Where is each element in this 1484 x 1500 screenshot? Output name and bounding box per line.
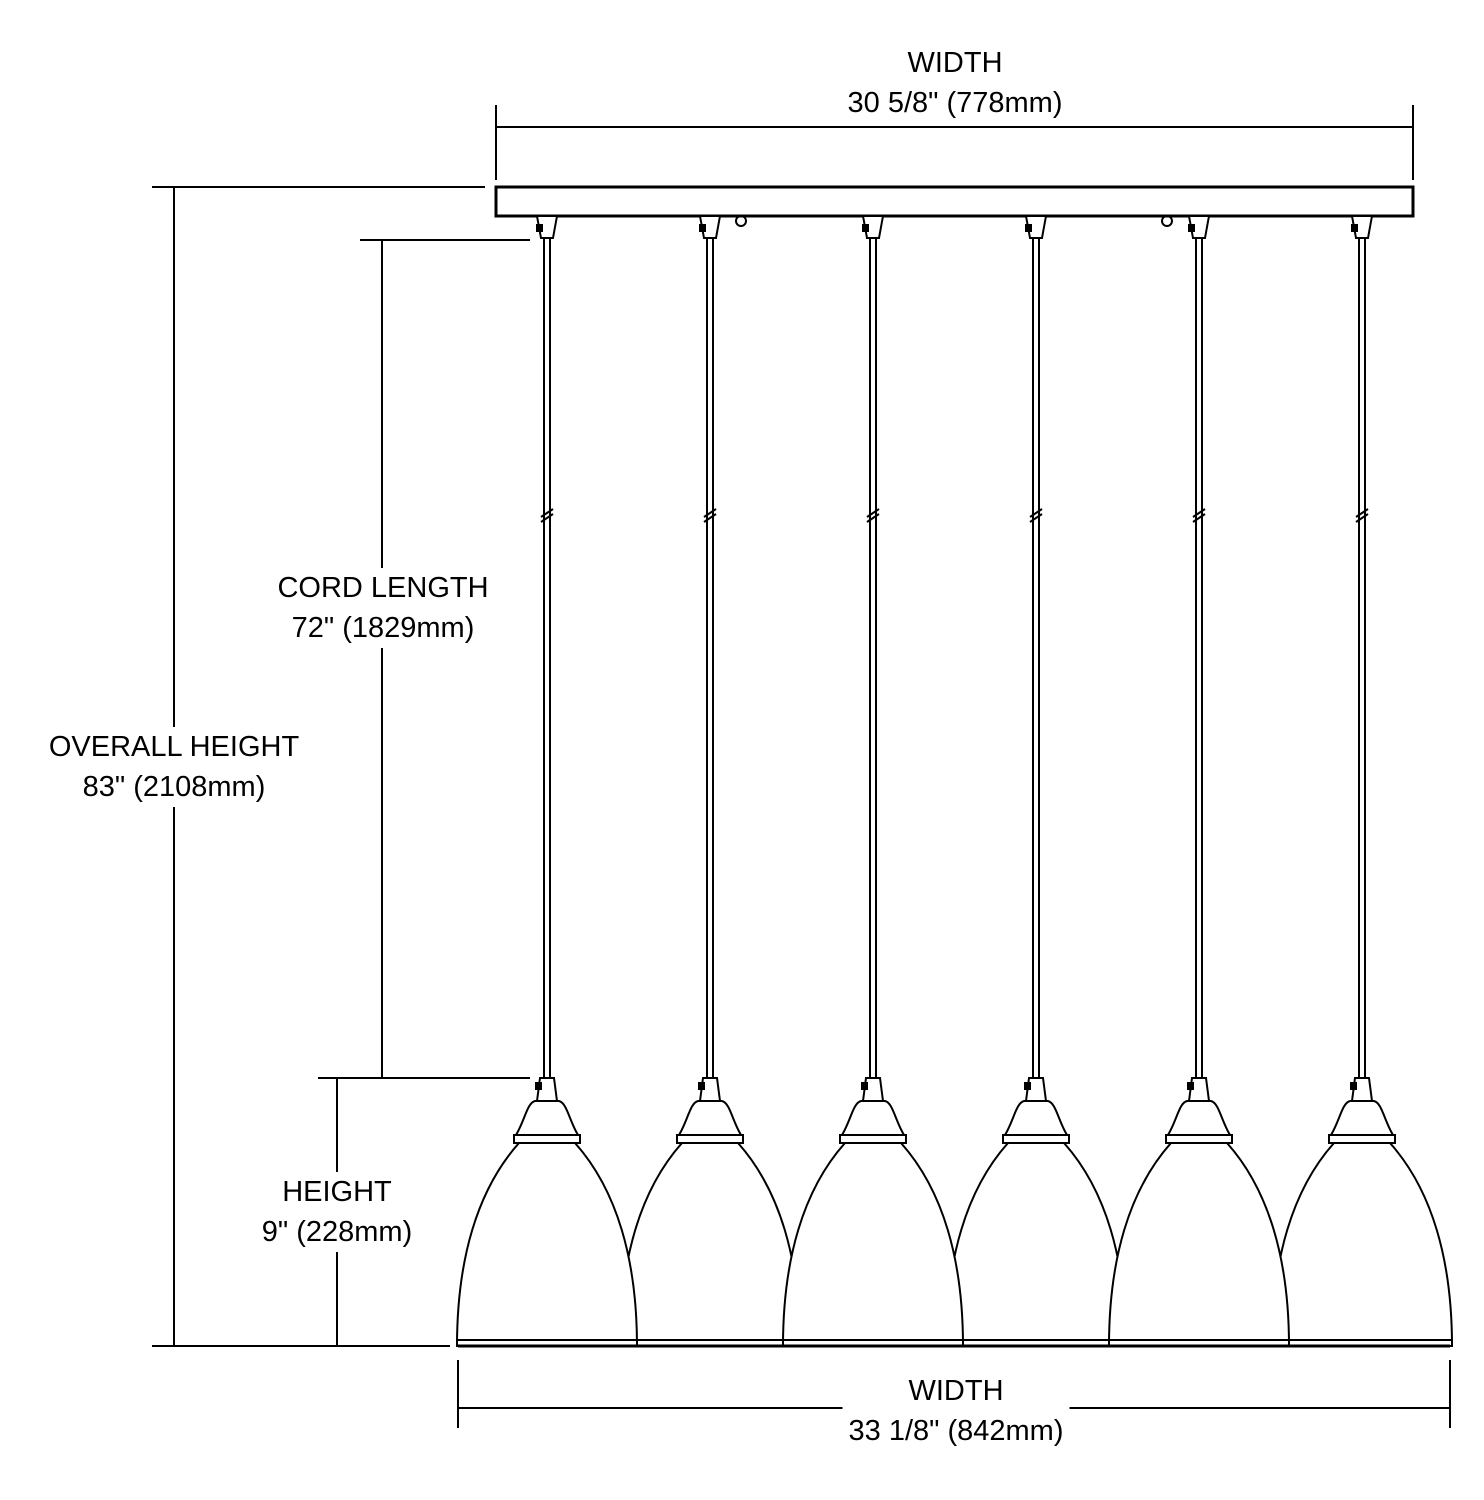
cord-length-title: CORD LENGTH <box>277 572 489 604</box>
top-width-value: 30 5/8" (778mm) <box>847 87 1063 119</box>
glass-shade <box>781 1142 965 1347</box>
glass-shade <box>1107 1142 1291 1347</box>
glass-shade <box>618 1142 802 1347</box>
glass-shade <box>1270 1142 1454 1347</box>
shade-cap <box>677 1100 743 1136</box>
height-title: HEIGHT <box>282 1176 392 1208</box>
bottom-width-title: WIDTH <box>908 1375 1004 1407</box>
pendant-light <box>944 215 1128 1347</box>
cord-length-value: 72" (1829mm) <box>291 612 475 644</box>
pendant-light <box>781 215 965 1347</box>
bottom-width-value: 33 1/8" (842mm) <box>848 1415 1064 1447</box>
cord-length-dimension-line <box>318 239 530 1079</box>
shade-collar <box>1328 1134 1396 1144</box>
set-screw-icon <box>1188 224 1195 232</box>
cord-break-mark <box>540 508 554 523</box>
bottom-width-label: WIDTH 33 1/8" (842mm) <box>842 1371 1070 1451</box>
height-label: HEIGHT 9" (228mm) <box>255 1172 419 1252</box>
glass-shade <box>455 1142 639 1347</box>
top-width-title: WIDTH <box>907 47 1003 79</box>
top-width-dimension-line <box>495 105 1414 180</box>
overall-height-value: 83" (2108mm) <box>82 771 266 803</box>
shade-collar <box>513 1134 581 1144</box>
shade-collar <box>839 1134 907 1144</box>
shade-cap <box>514 1100 580 1136</box>
cord-break-mark <box>1029 508 1043 523</box>
canopy <box>494 185 1415 218</box>
set-screw-icon <box>536 224 543 232</box>
shade-cap <box>1329 1100 1395 1136</box>
canopy-screw <box>735 215 747 227</box>
top-width-label: WIDTH 30 5/8" (778mm) <box>841 43 1069 123</box>
set-screw-icon <box>861 1082 868 1090</box>
overall-height-label: OVERALL HEIGHT 83" (2108mm) <box>42 727 306 807</box>
overall-height-title: OVERALL HEIGHT <box>48 731 300 763</box>
pendant-light <box>1107 215 1291 1347</box>
shade-collar <box>1165 1134 1233 1144</box>
cord-break-mark <box>703 508 717 523</box>
set-screw-icon <box>535 1082 542 1090</box>
shade-collar <box>676 1134 744 1144</box>
pendant-light <box>618 215 802 1347</box>
set-screw-icon <box>1350 1082 1357 1090</box>
shade-cap <box>840 1100 906 1136</box>
set-screw-icon <box>699 224 706 232</box>
set-screw-icon <box>1187 1082 1194 1090</box>
canopy-screw <box>1161 215 1173 227</box>
pendant-light <box>455 215 639 1347</box>
set-screw-icon <box>1351 224 1358 232</box>
cord-break-mark <box>866 508 880 523</box>
shade-cap <box>1003 1100 1069 1136</box>
height-value: 9" (228mm) <box>261 1216 413 1248</box>
set-screw-icon <box>862 224 869 232</box>
set-screw-icon <box>1024 1082 1031 1090</box>
shade-cap <box>1166 1100 1232 1136</box>
set-screw-icon <box>698 1082 705 1090</box>
set-screw-icon <box>1025 224 1032 232</box>
glass-shade <box>944 1142 1128 1347</box>
cord-break-mark <box>1192 508 1206 523</box>
pendant-light <box>1270 215 1454 1347</box>
shade-collar <box>1002 1134 1070 1144</box>
cord-break-mark <box>1355 508 1369 523</box>
cord-length-label: CORD LENGTH 72" (1829mm) <box>271 568 495 648</box>
